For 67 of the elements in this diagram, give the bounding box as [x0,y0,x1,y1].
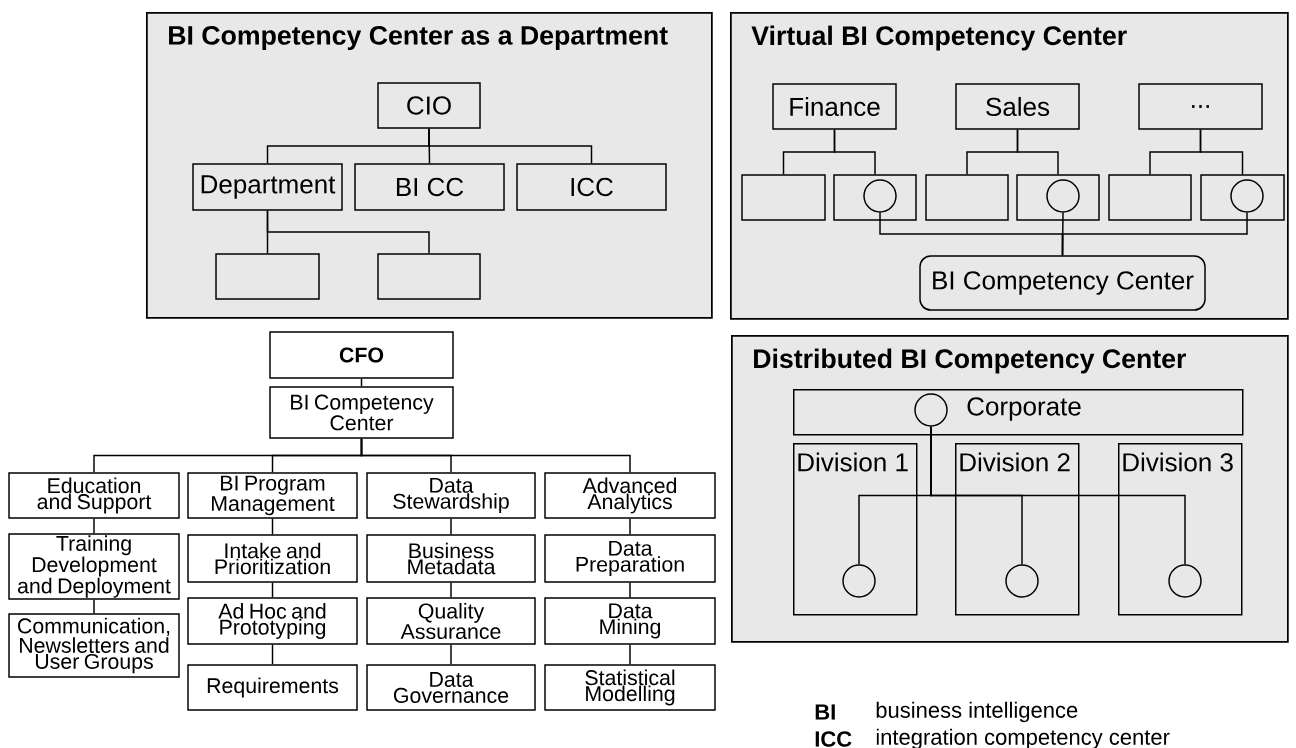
org-box: Statistical Modelling [544,664,716,711]
org-box: Ad Hoc and Prototyping [187,597,358,645]
division-box: Division 2 [955,443,1080,616]
connector-line [629,518,631,535]
org-box [377,253,481,300]
org-box [925,174,1009,221]
org-box: BI Program Management [187,472,358,519]
panel-title: Virtual BI Competency Center [751,25,1127,51]
abbreviation: ICC [815,731,852,747]
connector-line [450,582,452,598]
connector-line [1199,129,1244,175]
org-box: Finance [772,83,897,130]
connector-line [450,518,452,535]
connector-line [629,582,631,598]
division-box: Division 3 [1118,443,1243,616]
abbreviation: BI [815,704,835,720]
corporate-box: Corporate [793,389,1244,436]
panel-title: Distributed BI Competency Center [754,348,1186,374]
org-box: Sales [955,83,1080,130]
connector-line [833,129,876,175]
org-box: Quality Assurance [366,597,536,645]
org-box: BI Competency Center [269,386,454,439]
circle-symbol [863,179,897,213]
connector-line [271,518,274,535]
rounded-box: BI Competency Center [919,255,1206,311]
org-box: Data Mining [544,597,716,645]
org-box: Department [192,163,343,211]
connector-line [360,438,631,473]
panel-title: BI Competency Center as a Department [169,25,668,51]
org-box: Business Metadata [366,534,536,583]
connector-line [271,644,274,665]
connector-line [266,210,430,254]
connector-line [450,644,452,665]
connector-line [93,518,95,534]
connector-line [428,128,593,164]
org-box: Training Development and Deployment [8,533,180,600]
org-box: BI CC [354,163,505,211]
org-box: Requirements [187,664,358,711]
connector-line [1061,212,1248,256]
definition: business intelligence [876,701,1078,723]
org-box: ICC [516,163,667,211]
org-box: Data Stewardship [366,472,536,519]
org-box: Intake and Prioritization [187,534,358,583]
org-box [741,174,826,221]
org-box: ... [1138,83,1263,130]
org-box [1108,174,1192,221]
circle-symbol [914,393,948,427]
connector-line [360,378,363,387]
org-box: Communication, Newsletters and User Groups [8,613,180,678]
circle-symbol [842,564,876,598]
circle-symbol [1005,564,1039,598]
org-box: Data Preparation [544,534,716,583]
connector-line [629,644,631,665]
org-box: Data Governance [366,664,536,711]
connector-line [930,426,1186,565]
circle-symbol [1046,179,1080,213]
org-box [215,253,320,300]
circle-symbol [1230,179,1264,213]
org-box: CFO [269,331,454,379]
division-box: Division 1 [793,443,918,616]
org-box: CIO [377,82,481,129]
org-box: Advanced Analytics [544,472,716,519]
circle-symbol [1168,564,1202,598]
connector-line [93,599,95,614]
connector-line [1016,129,1059,175]
connector-line [271,582,274,598]
org-box: Education and Support [8,472,180,519]
